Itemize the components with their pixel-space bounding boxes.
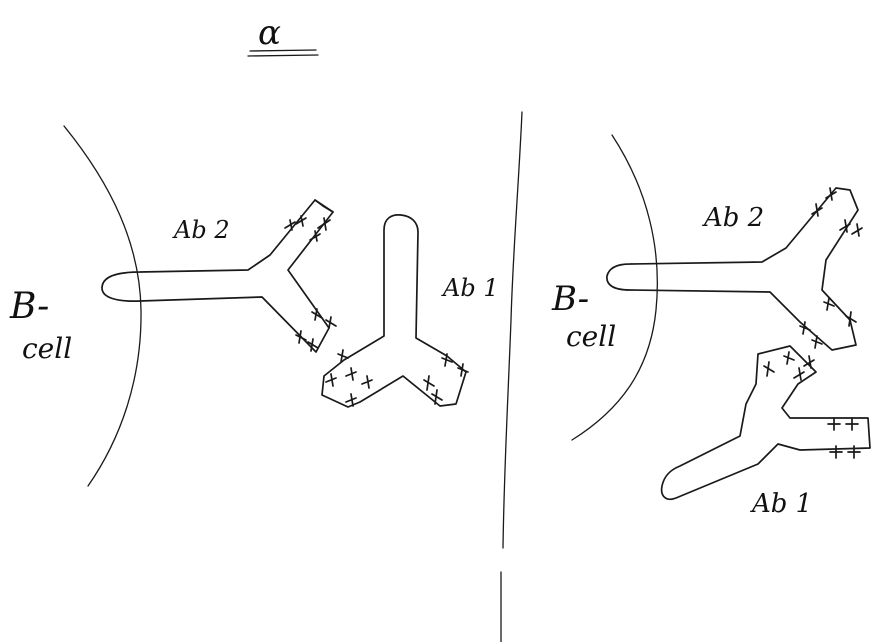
left-ab2-binding-marks [284, 215, 337, 352]
right-b-cell-membrane [571, 134, 658, 441]
left-ab1-label: Ab 1 [441, 274, 499, 302]
right-b-label: B- [551, 279, 589, 319]
right-ab1-label: Ab 1 [750, 489, 812, 519]
left-ab2-label: Ab 2 [172, 216, 230, 244]
left-panel: Ab 2 Ab 1 B- cell [9, 125, 499, 487]
left-b-label: B- [9, 286, 49, 327]
left-b-cell-membrane [63, 125, 142, 487]
left-ab2-tip [314, 199, 334, 213]
right-ab2-antibody [606, 187, 859, 351]
right-ab1-binding-marks [763, 351, 861, 459]
title-underline-2 [247, 54, 319, 57]
right-ab1-antibody [660, 345, 871, 501]
panel-divider [502, 111, 523, 549]
left-ab2-antibody [101, 199, 334, 353]
left-cell-label: cell [22, 332, 72, 365]
title-group: α [247, 13, 319, 57]
left-ab1-binding-marks [325, 349, 469, 407]
right-ab2-binding-marks [799, 187, 863, 349]
right-panel: Ab 2 Ab 1 B- cell [551, 134, 871, 519]
right-ab2-label: Ab 2 [702, 203, 764, 233]
right-cell-label: cell [566, 320, 616, 353]
left-ab1-antibody [321, 214, 467, 408]
title-underline-1 [249, 49, 317, 52]
title-alpha: α [258, 13, 281, 53]
